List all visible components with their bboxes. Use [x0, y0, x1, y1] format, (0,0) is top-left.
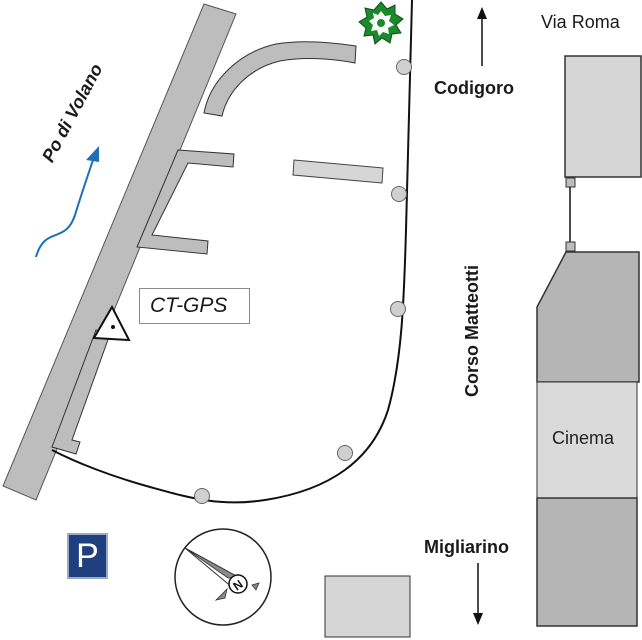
gps-label-box: [139, 288, 250, 324]
gps-station-label: CT-GPS: [150, 294, 228, 317]
river-flow-arrow-icon: [35, 146, 99, 258]
connector-block: [565, 177, 576, 188]
small-building: [292, 159, 384, 184]
street-label-via-roma: Via Roma: [541, 12, 620, 32]
building-middle: [536, 251, 640, 383]
building-label-cinema: Cinema: [552, 428, 615, 448]
direction-label-migliarino: Migliarino: [424, 537, 509, 557]
road-marker: [396, 59, 412, 75]
road-loop: [51, 0, 413, 504]
road-marker: [337, 445, 353, 461]
street-label-corso-matteotti: Corso Matteotti: [462, 265, 482, 397]
road-marker: [390, 301, 406, 317]
building-top: [564, 55, 642, 178]
gps-station-marker-icon: [92, 304, 131, 342]
road-marker: [194, 488, 210, 504]
curved-structure: [203, 41, 357, 117]
connector-block: [565, 241, 576, 252]
direction-arrow-north-icon: [477, 7, 487, 66]
compass-icon: N: [174, 528, 272, 626]
river-bank: [2, 3, 237, 501]
bracket-structure: [136, 149, 235, 255]
road-marker: [391, 186, 407, 202]
direction-arrow-south-icon: [473, 563, 483, 625]
parking-letter: P: [76, 537, 99, 575]
parking-icon: P: [67, 533, 108, 579]
tree-icon: [358, 1, 404, 45]
building-bottom: [536, 497, 638, 627]
direction-label-codigoro: Codigoro: [434, 78, 514, 98]
cinema-building: [536, 381, 638, 499]
small-building-bottom: [324, 575, 411, 638]
